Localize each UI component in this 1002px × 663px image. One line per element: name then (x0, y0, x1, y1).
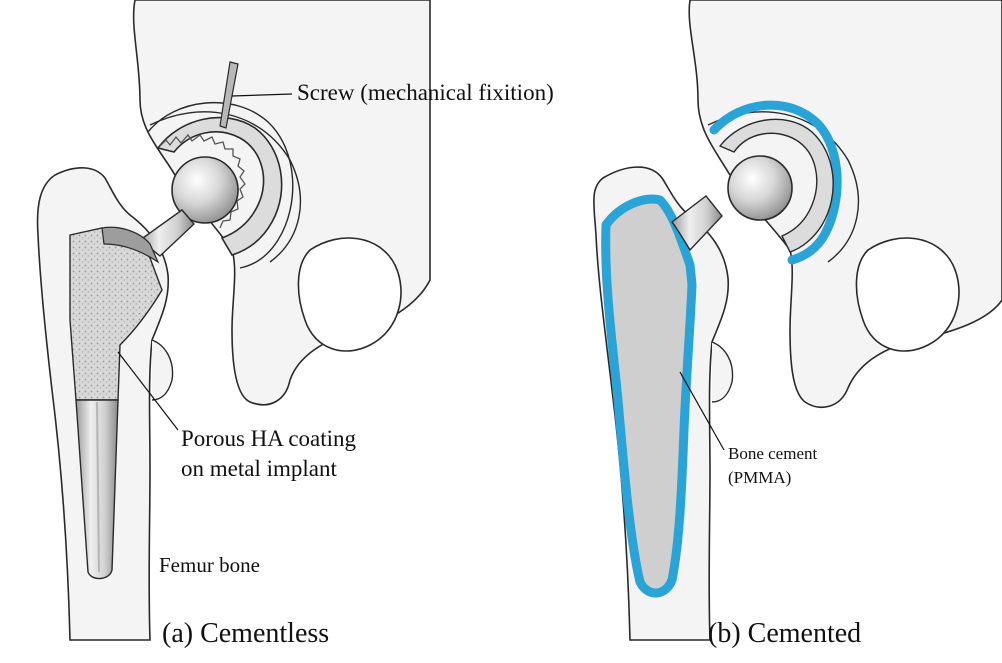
lesser-trochanter-left (152, 340, 173, 400)
caption-cementless: (a) Cementless (162, 618, 329, 650)
femoral-head-ball-right (728, 156, 792, 220)
bone-cement-mantle-femur (606, 199, 692, 593)
label-porous-coating: Porous HA coating on metal implant (181, 424, 356, 484)
label-cement-line1: Bone cement (728, 442, 817, 466)
label-porous-line2: on metal implant (181, 454, 356, 484)
obturator-foramen-left (298, 238, 401, 351)
lesser-trochanter-right (712, 342, 733, 402)
caption-cemented: (b) Cemented (708, 618, 861, 650)
label-femur-bone: Femur bone (159, 553, 260, 578)
panel-cemented (594, 0, 1002, 640)
label-porous-line1: Porous HA coating (181, 424, 356, 454)
obturator-foramen-right (856, 238, 959, 351)
label-bone-cement: Bone cement (PMMA) (728, 442, 817, 490)
label-screw: Screw (mechanical fixition) (297, 80, 554, 106)
label-cement-line2: (PMMA) (728, 466, 817, 490)
